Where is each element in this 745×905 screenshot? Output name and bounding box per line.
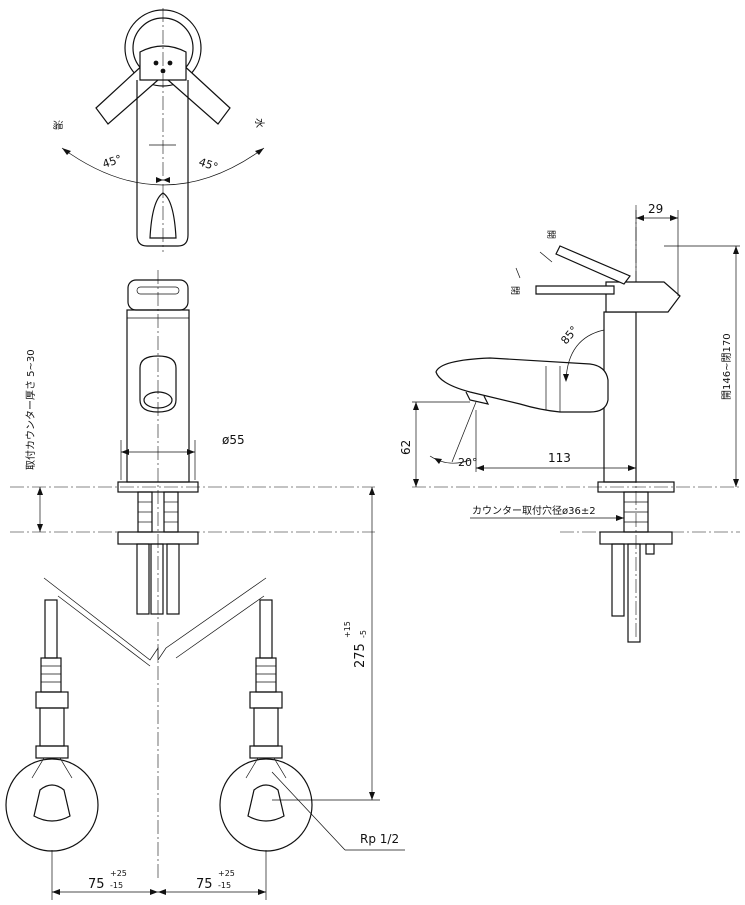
leader-line xyxy=(271,771,346,851)
hose-right xyxy=(166,543,180,615)
dim-29: 29 xyxy=(648,202,663,216)
right-stop-valve xyxy=(219,599,313,852)
spout-nozzle xyxy=(465,391,490,405)
angle-right-label: 45° xyxy=(197,155,220,173)
valve-body xyxy=(253,707,279,747)
valve-handle-grip xyxy=(247,784,285,822)
valve-coupling xyxy=(35,691,69,709)
dim-62: 62 xyxy=(399,440,413,455)
spout-angle-line xyxy=(451,401,477,463)
spacing-left-upper: +25 xyxy=(110,869,127,878)
side-hose xyxy=(627,543,641,643)
arrow-head xyxy=(121,449,129,455)
hose-left xyxy=(136,543,150,615)
lever-angle: 85° xyxy=(558,324,580,347)
outlet-ellipse xyxy=(143,391,173,409)
front-outlet xyxy=(139,355,177,413)
arrow-head xyxy=(628,465,636,471)
break-line xyxy=(43,577,267,662)
valve-handle-grip xyxy=(33,784,71,822)
valve-handle-circle xyxy=(219,758,313,852)
side-handle xyxy=(605,281,681,313)
arrow-head xyxy=(369,487,375,495)
spout-angle-arc xyxy=(429,455,471,464)
height-label: 開146~閉170 xyxy=(721,333,733,400)
angle-arc xyxy=(61,147,265,186)
arrow-head xyxy=(62,148,71,155)
angle-left-label: 45° xyxy=(101,152,124,170)
side-body xyxy=(603,311,637,483)
spacing-left-lower: -15 xyxy=(110,881,123,890)
arrow-head xyxy=(187,449,195,455)
open-label-top: 開 xyxy=(545,230,556,239)
arrow-head xyxy=(150,889,158,895)
thread-label: Rp 1/2 xyxy=(360,832,399,846)
side-clip xyxy=(645,543,655,555)
valve-body-edge xyxy=(31,757,73,779)
side-hose xyxy=(611,543,625,617)
arrow-head xyxy=(52,889,60,895)
spacing-left-main: 75 xyxy=(88,877,105,892)
arrow-head xyxy=(476,465,484,471)
arrow-head xyxy=(258,889,266,895)
arrow-head xyxy=(156,177,163,183)
arrow-head xyxy=(434,458,442,464)
valve-body-edge xyxy=(245,757,287,779)
lever-open xyxy=(555,245,631,285)
leader-line xyxy=(539,251,553,263)
arrow-head xyxy=(670,215,678,221)
hub-dot xyxy=(153,60,159,66)
valve-pipe xyxy=(259,599,273,659)
height-dim-lower: -5 xyxy=(359,630,368,638)
cold-label: 水 xyxy=(253,118,265,128)
arrow-head xyxy=(255,148,264,155)
arrow-head xyxy=(563,374,569,382)
front-view: ø55 取付カウンター厚さ 5~30 275 +15 -5 Rp 1/2 75 … xyxy=(5,270,405,900)
counter-hole-label: カウンター取付穴径ø36±2 xyxy=(472,504,596,517)
arrow-head xyxy=(37,524,43,532)
valve-body xyxy=(39,707,65,747)
arrow-head xyxy=(163,177,170,183)
spacing-right-upper: +25 xyxy=(218,869,235,878)
valve-nut xyxy=(40,657,62,693)
lever-closed xyxy=(535,285,615,295)
side-view: 29 開146~閉170 開 閉 85° 62 20° 113 xyxy=(399,202,740,643)
valve-pipe xyxy=(44,599,58,659)
spout-angle: 20° xyxy=(458,456,478,469)
valve-hex xyxy=(249,745,283,759)
diameter-label: ø55 xyxy=(222,433,245,447)
arrow-head xyxy=(158,889,166,895)
dim-113: 113 xyxy=(548,451,571,465)
hot-label: 湯 xyxy=(51,120,64,130)
spout-top-outline xyxy=(136,80,189,247)
leader-line xyxy=(515,267,521,279)
arrow-head xyxy=(369,792,375,800)
left-stop-valve xyxy=(5,599,99,852)
lever-angle-arc xyxy=(565,329,605,381)
arrow-head xyxy=(413,402,419,410)
break-line xyxy=(57,595,151,667)
valve-handle-circle xyxy=(5,758,99,852)
hose-mid xyxy=(150,543,164,615)
valve-coupling xyxy=(249,691,283,709)
arrow-head xyxy=(616,515,624,521)
arrow-head xyxy=(37,487,43,495)
spacing-right-lower: -15 xyxy=(218,881,231,890)
valve-hex xyxy=(35,745,69,759)
height-dim-upper: +15 xyxy=(343,621,352,638)
break-line xyxy=(175,595,265,659)
valve-nut xyxy=(255,657,277,693)
arrow-head xyxy=(733,246,739,254)
spacing-right-main: 75 xyxy=(196,877,213,892)
arrow-head xyxy=(733,479,739,487)
arrow-head xyxy=(636,215,644,221)
open-label-mid: 閉 xyxy=(509,286,520,295)
hub-dot xyxy=(167,60,173,66)
height-dim-main: 275 xyxy=(353,643,368,668)
top-view: 45° 45° 湯 水 xyxy=(51,8,265,252)
side-spout xyxy=(435,357,609,413)
counter-thickness-label: 取付カウンター厚さ 5~30 xyxy=(24,349,37,470)
arrow-head xyxy=(413,479,419,487)
